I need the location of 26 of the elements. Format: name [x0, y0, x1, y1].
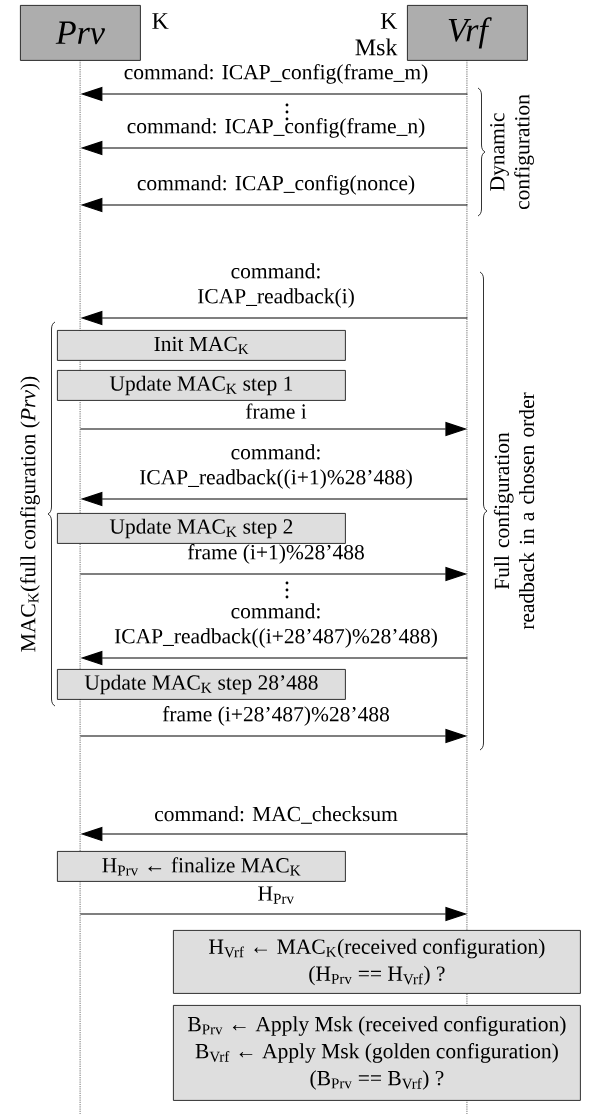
edge-label: frame (i+1)%28’488: [187, 544, 364, 564]
key-label: K: [380, 13, 398, 29]
process-box: H$_{Prv}$ ← finalize MAC$_{K}$: [57, 851, 346, 882]
edge-label: command: ICAP_config(frame_n): [127, 118, 425, 138]
edge-label: command: ICAP_config(frame_m): [124, 64, 428, 84]
key-label: Msk: [355, 38, 398, 56]
process-box: Init MAC$_{K}$: [57, 330, 346, 361]
brace-label: MAC$_{K}$(full configuration (Prv)): [20, 376, 40, 652]
brace-label: Full configuration readback in a chosen order: [493, 392, 535, 630]
edge-label: command: ICAP_config(nonce): [137, 175, 415, 195]
participant-box: Prv: [20, 5, 141, 61]
edge-label: command: ICAP_readback(i): [198, 263, 354, 308]
edge-label: command: ICAP_readback((i+1)%28’488): [139, 444, 412, 489]
participant-box: Vrf: [407, 5, 528, 61]
brace-label: Dynamic configuration: [490, 94, 534, 210]
edge-label: frame (i+28’487)%28’488: [162, 706, 389, 726]
edge-label: command: MAC_checksum: [155, 806, 398, 824]
edge-label: frame i: [245, 403, 307, 419]
edge-label: H$_{Prv}$: [258, 886, 294, 904]
process-box: Update MAC$_{K}$ step 1: [57, 370, 346, 401]
process-box: Update MAC$_{K}$ step 28’488: [57, 669, 346, 700]
edge-label: command: ICAP_readback((i+28’487)%28’488): [114, 603, 437, 648]
process-box: B$_{Prv}$ ← Apply Msk (received configuration) B$_{Vrf}$ ← Apply Msk (golden configuration) (B$_{Prv}$ == B$_{Vrf}$) ?: [173, 1005, 581, 1101]
process-box: H$_{Vrf}$ ← MAC$_{K}$(received configuration) (H$_{Prv}$ == H$_{Vrf}$) ?: [173, 930, 581, 994]
key-label: K: [152, 13, 169, 29]
process-box: Update MAC$_{K}$ step 2: [57, 513, 346, 544]
